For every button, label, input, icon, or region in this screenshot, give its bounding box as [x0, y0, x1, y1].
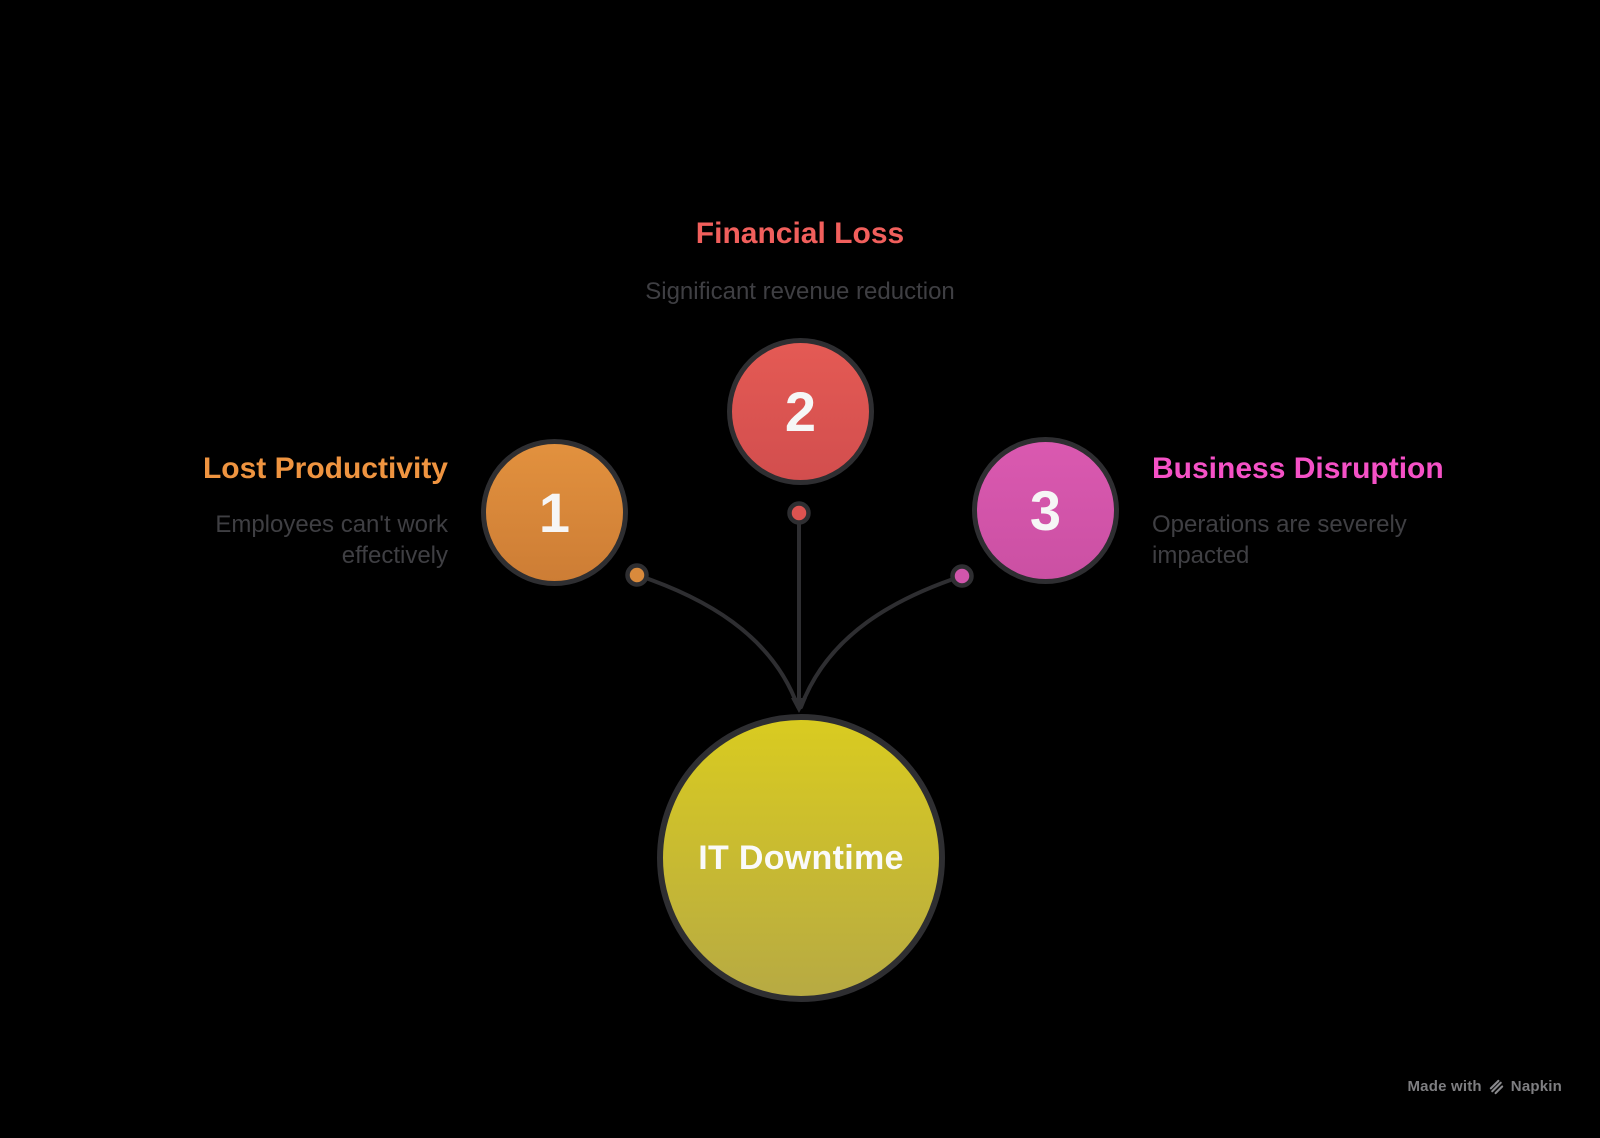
connector-right	[799, 574, 964, 709]
node-1-circle: 1	[481, 439, 628, 586]
center-label: IT Downtime	[698, 838, 904, 877]
node-2-description: Significant revenue reduction	[645, 278, 955, 305]
node-3-label-block: Business Disruption Operations are sever…	[1152, 452, 1452, 571]
node-2-dot	[787, 501, 811, 525]
napkin-logo-icon	[1489, 1079, 1503, 1095]
watermark-prefix: Made with	[1407, 1078, 1482, 1095]
center-circle: IT Downtime	[657, 714, 945, 1002]
watermark-brand: Napkin	[1510, 1078, 1562, 1095]
arrowhead-icon	[791, 698, 807, 713]
node-3-title: Business Disruption	[1152, 452, 1444, 485]
node-3-dot	[950, 564, 974, 588]
node-3-description: Operations are severely impacted	[1152, 511, 1407, 569]
node-1-label-block: Lost Productivity Employees can't work e…	[178, 452, 448, 571]
node-1-description: Employees can't work effectively	[215, 511, 448, 569]
connector-left	[635, 573, 800, 709]
node-2-circle: 2	[727, 338, 874, 485]
node-1-dot	[625, 563, 649, 587]
node-2-number: 2	[784, 379, 817, 443]
watermark: Made with Napkin	[1407, 1078, 1562, 1095]
node-1-title: Lost Productivity	[202, 452, 448, 485]
node-2-title: Financial Loss	[695, 217, 905, 250]
node-3-circle: 3	[972, 437, 1119, 584]
node-2-label-block: Financial Loss Significant revenue reduc…	[0, 217, 1600, 307]
node-3-number: 3	[1029, 478, 1062, 542]
node-1-number: 1	[538, 480, 571, 544]
